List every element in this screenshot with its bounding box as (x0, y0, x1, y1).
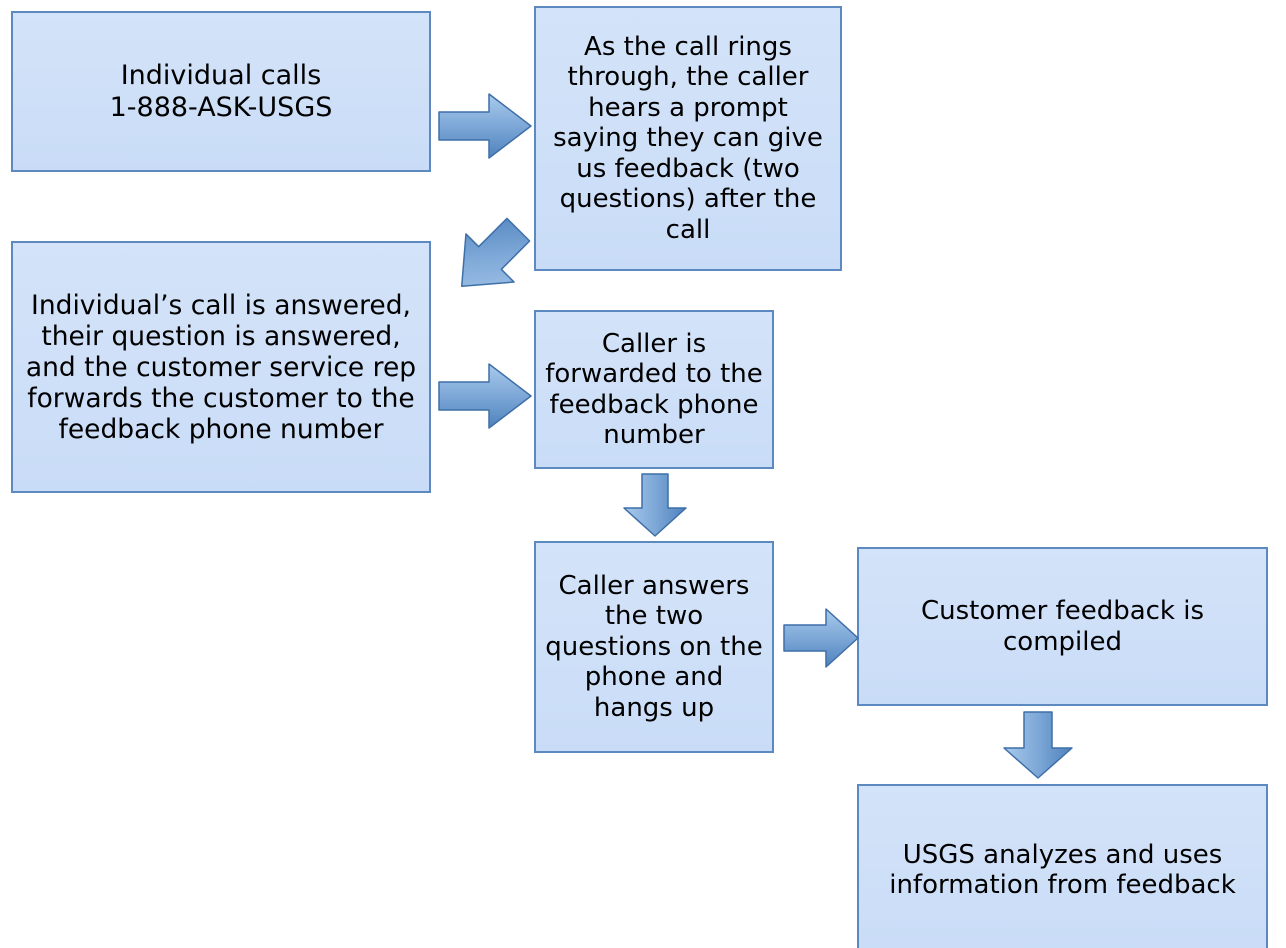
flow-node-feedback-compiled-label: Customer feedback is compiled (920, 596, 1205, 657)
arrow-down-icon (620, 472, 690, 538)
flow-node-caller-forwarded-label: Caller is forwarded to the feedback phon… (545, 328, 763, 450)
arrow-right-icon (782, 606, 860, 670)
flow-node-caller-answers-questions-label: Caller answers the two questions on the … (545, 570, 763, 723)
flow-node-individual-calls[interactable]: Individual calls 1-888-ASK-USGS (11, 11, 431, 172)
flow-node-feedback-compiled[interactable]: Customer feedback is compiled (857, 547, 1268, 706)
flow-node-call-answered[interactable]: Individual’s call is answered, their que… (11, 241, 431, 493)
flow-node-caller-answers-questions[interactable]: Caller answers the two questions on the … (534, 541, 774, 753)
arrow-right-icon (437, 90, 533, 162)
flow-node-call-rings-label: As the call rings through, the caller he… (553, 32, 823, 245)
flow-node-call-rings[interactable]: As the call rings through, the caller he… (534, 6, 842, 271)
arrow-down-icon (1000, 710, 1076, 780)
flow-node-caller-forwarded[interactable]: Caller is forwarded to the feedback phon… (534, 310, 774, 469)
arrow-down-left-icon (440, 212, 540, 304)
flow-node-call-answered-label: Individual’s call is answered, their que… (25, 289, 417, 445)
flow-node-individual-calls-label: Individual calls 1-888-ASK-USGS (109, 59, 333, 123)
flow-node-usgs-analyzes[interactable]: USGS analyzes and uses information from … (857, 784, 1268, 948)
arrow-right-icon (437, 360, 533, 432)
flow-node-usgs-analyzes-label: USGS analyzes and uses information from … (889, 839, 1236, 900)
